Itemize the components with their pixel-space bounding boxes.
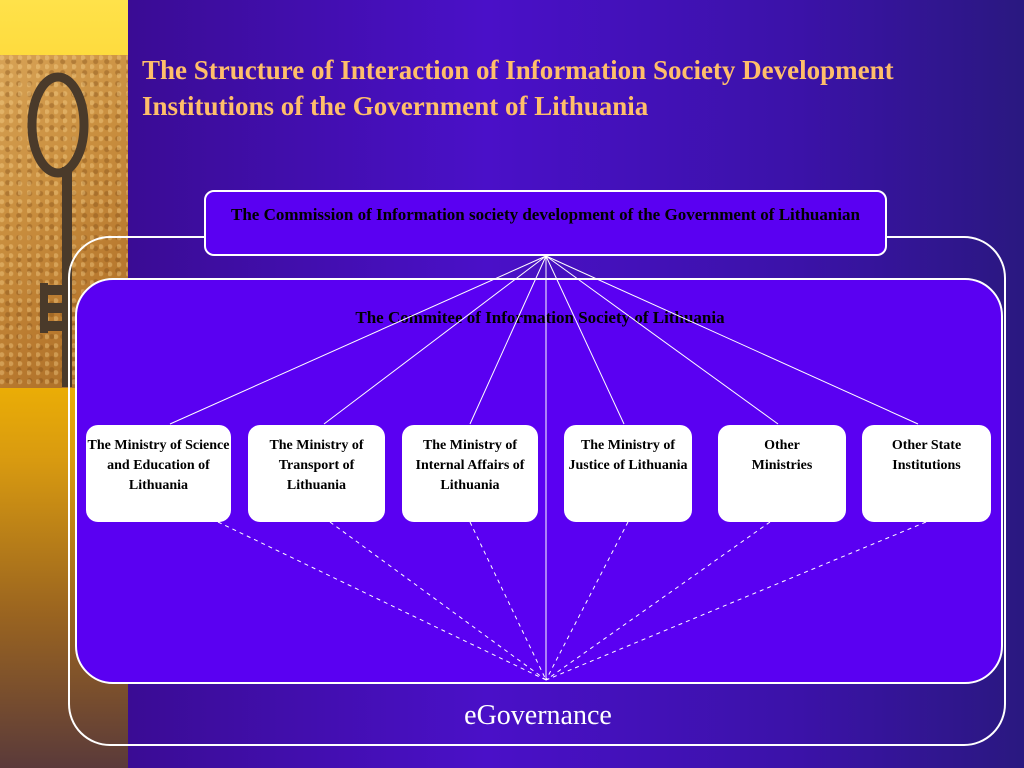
slide-title: The Structure of Interaction of Informat… (142, 55, 894, 121)
node-other-ministries: Other Ministries (718, 425, 846, 522)
node-other-state-institutions: Other State Institutions (862, 425, 991, 522)
egovernance-connectors (217, 521, 927, 681)
commission-box: The Commission of Information society de… (204, 190, 887, 256)
commission-connectors (169, 255, 919, 680)
key-icon (27, 72, 89, 387)
node-ministry-internal-affairs: The Ministry of Internal Affairs of Lith… (402, 425, 538, 522)
node-ministry-transport: The Ministry of Transport of Lithuania (248, 425, 385, 522)
node-ministry-science-education: The Ministry of Science and Education of… (86, 425, 231, 522)
committee-label: The Commitee of Information Society of L… (355, 308, 725, 327)
node-ministry-justice: The Ministry of Justice of Lithuania (564, 425, 692, 522)
egovernance-label: eGovernance (464, 700, 612, 731)
